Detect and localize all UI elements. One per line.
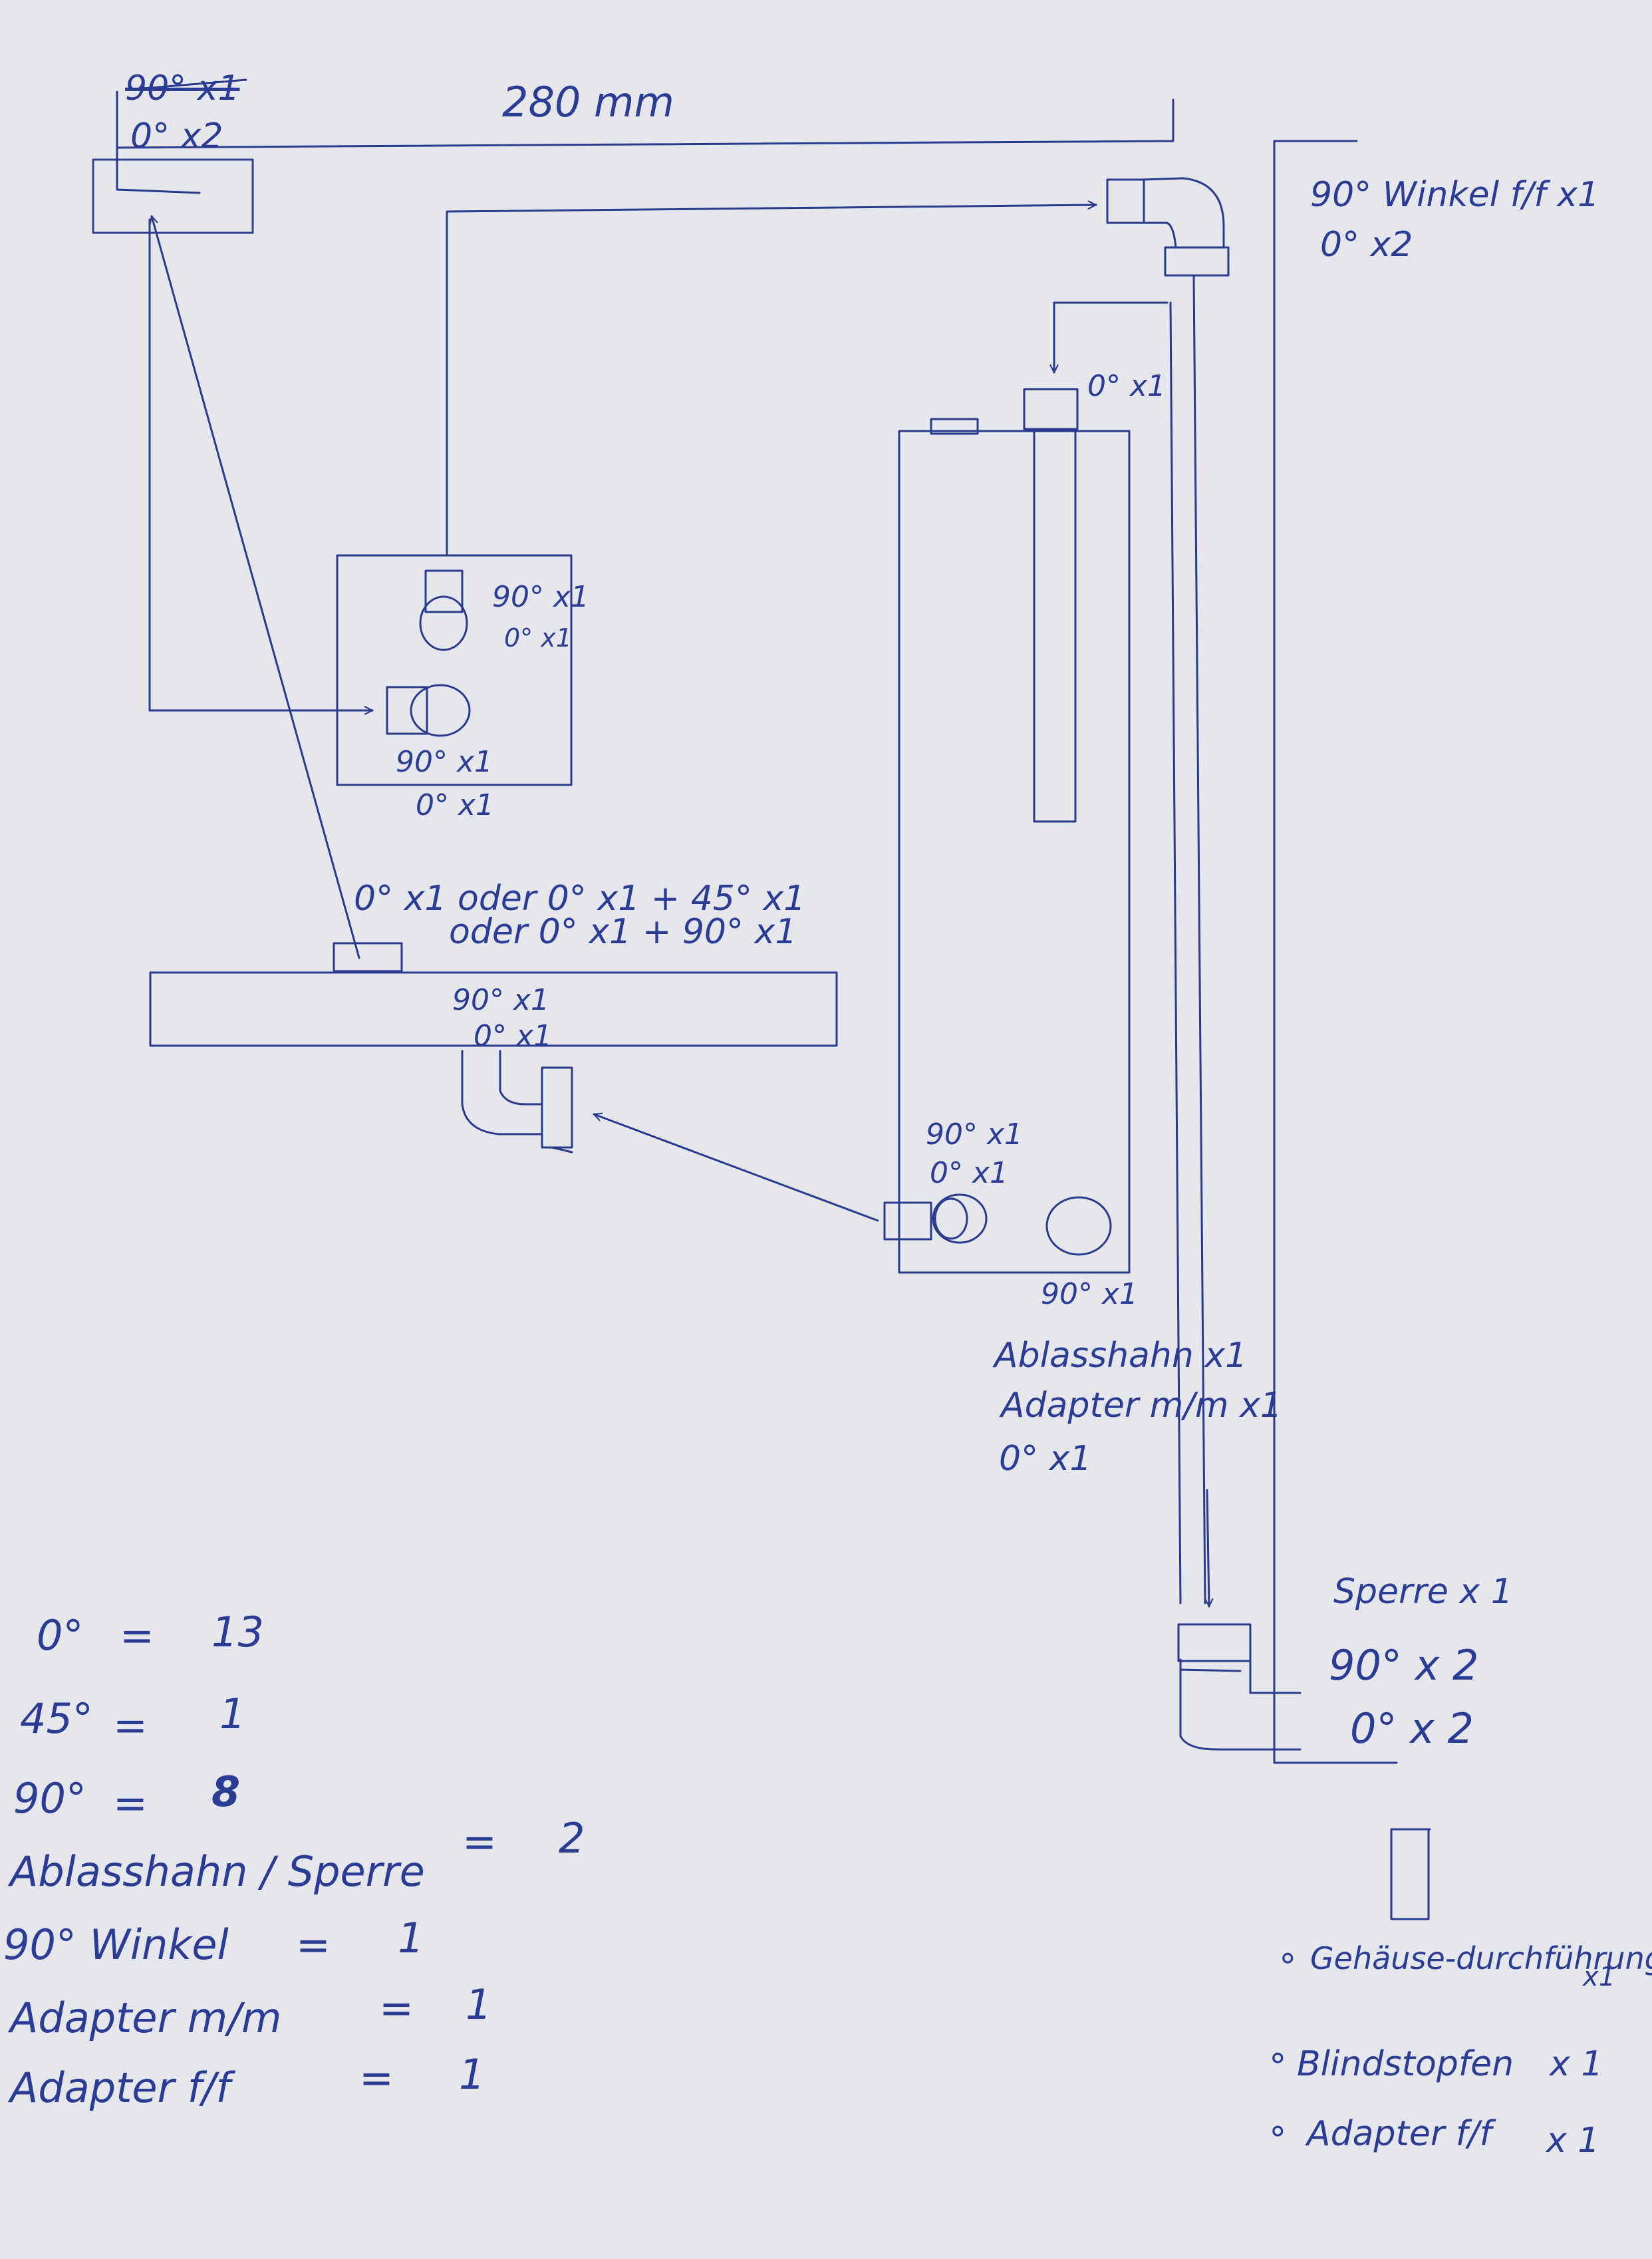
extra-qty-0: x1 bbox=[1582, 1962, 1615, 1992]
total-eq-3: = bbox=[462, 1817, 497, 1866]
tank-outlet-stub bbox=[883, 1201, 932, 1241]
top-right-elbow bbox=[1106, 177, 1230, 277]
total-eq-1: = bbox=[113, 1701, 148, 1749]
left-box-top-note-2: 0° x1 bbox=[504, 623, 572, 653]
drain-note-1: Ablasshahn x1 bbox=[992, 1336, 1247, 1376]
top-left-pipe-end bbox=[116, 146, 201, 194]
total-label-1: 45° bbox=[20, 1694, 93, 1743]
total-eq-4: = bbox=[296, 1920, 331, 1969]
riser-pipe-right bbox=[1192, 275, 1206, 1604]
extra-qty-2: x 1 bbox=[1545, 2121, 1599, 2161]
extra-label-1: Blindstopfen bbox=[1297, 2044, 1514, 2084]
connector-to-elbow bbox=[446, 200, 1097, 557]
shelf-top-fitting bbox=[333, 942, 403, 973]
left-box-top-fitting-end bbox=[419, 595, 468, 651]
shelf-fitting-note-2: 0° x1 bbox=[474, 1019, 552, 1053]
bottom-right-note-3: 0° x 2 bbox=[1350, 1704, 1474, 1753]
connector-left-loop bbox=[148, 218, 374, 715]
inlet-note: 0° x1 bbox=[1087, 369, 1166, 403]
total-label-3: Ablasshahn / Sperre bbox=[7, 1847, 425, 1896]
drain-note-2: Adapter m/m x1 bbox=[999, 1386, 1282, 1426]
inlet-arrow bbox=[1049, 301, 1169, 374]
adapter-sketch bbox=[1390, 1828, 1431, 1920]
total-eq-2: = bbox=[113, 1779, 148, 1827]
total-eq-5: = bbox=[379, 1984, 414, 2032]
bottom-right-note-1: Sperre x 1 bbox=[1333, 1572, 1513, 1612]
total-value-2: 8 bbox=[211, 1767, 240, 1816]
extra-bullet-2: ∘ bbox=[1267, 2111, 1289, 2151]
connector-diagonal-up bbox=[149, 215, 360, 959]
extra-bullet-1: ∘ bbox=[1267, 2037, 1289, 2077]
tank-bottom-note: 90° x1 bbox=[1041, 1277, 1138, 1311]
tank-outlet-note-2: 0° x1 bbox=[930, 1156, 1008, 1190]
riser-arrow bbox=[1204, 1489, 1214, 1608]
shelf-options-2: oder 0° x1 + 90° x1 bbox=[449, 912, 797, 952]
riser-pipe-left bbox=[1169, 301, 1182, 1604]
dimension-line bbox=[116, 90, 1174, 149]
total-label-5: Adapter m/m bbox=[7, 1994, 281, 2042]
left-box-side-fitting bbox=[386, 686, 428, 735]
tank-dip-tube bbox=[1033, 428, 1077, 823]
left-box-side-note-2: 0° x1 bbox=[416, 788, 494, 822]
tank-bottom-fitting bbox=[1045, 1196, 1112, 1256]
connector-to-shelf-elbow bbox=[593, 1112, 879, 1222]
tank-outlet-note-1: 90° x1 bbox=[926, 1118, 1023, 1151]
shelf-elbow bbox=[461, 1050, 573, 1153]
bottom-right-note-2: 90° x 2 bbox=[1329, 1641, 1478, 1690]
drain-note-3: 0° x1 bbox=[999, 1439, 1091, 1479]
top-right-elbow-note-1: 90° Winkel f/f x1 bbox=[1310, 175, 1599, 215]
total-eq-0: = bbox=[120, 1611, 154, 1660]
tank-port-left bbox=[930, 418, 979, 435]
extra-qty-1: x 1 bbox=[1548, 2044, 1603, 2084]
left-box-top-note-1: 90° x1 bbox=[492, 580, 589, 614]
tank-inlet-fitting bbox=[1023, 388, 1079, 430]
tape-patch bbox=[92, 158, 254, 234]
total-label-4: 90° Winkel bbox=[3, 1920, 229, 1969]
shelf-board bbox=[149, 971, 838, 1047]
extra-bullet-0: ∘ bbox=[1277, 1938, 1299, 1978]
extra-label-0: Gehäuse-durchführung bbox=[1310, 1940, 1652, 1976]
shelf-fitting-note-1: 90° x1 bbox=[452, 983, 549, 1017]
top-left-note: 0° x2 bbox=[130, 116, 223, 156]
tank-body bbox=[898, 430, 1131, 1274]
top-right-elbow-note-2: 0° x2 bbox=[1320, 225, 1413, 265]
total-eq-6: = bbox=[359, 2053, 394, 2102]
left-box-side-fitting-end bbox=[410, 684, 471, 737]
total-value-4: 1 bbox=[398, 1914, 424, 1962]
total-value-1: 1 bbox=[219, 1690, 245, 1738]
extra-label-2: Adapter f/f bbox=[1305, 2114, 1496, 2154]
bottom-right-fitting bbox=[1177, 1623, 1302, 1751]
total-value-6: 1 bbox=[459, 2050, 485, 2099]
left-box-side-note-1: 90° x1 bbox=[396, 745, 493, 779]
tank-outlet-fitting-inner bbox=[934, 1197, 968, 1240]
total-value-0: 13 bbox=[211, 1608, 264, 1656]
total-label-0: 0° bbox=[37, 1611, 83, 1660]
left-box-top-fitting bbox=[424, 569, 464, 613]
total-value-3: 2 bbox=[559, 1814, 585, 1863]
left-box bbox=[336, 554, 573, 786]
tank-outlet-fitting bbox=[932, 1193, 988, 1244]
total-label-2: 90° bbox=[13, 1774, 86, 1823]
dimension-label: 280 mm bbox=[502, 78, 674, 126]
total-label-6: Adapter f/f bbox=[7, 2063, 235, 2112]
total-value-5: 1 bbox=[466, 1980, 491, 2029]
shelf-options-1: 0° x1 oder 0° x1 + 45° x1 bbox=[354, 879, 805, 919]
strike-line bbox=[125, 78, 247, 91]
wall-bracket bbox=[1273, 140, 1398, 1764]
